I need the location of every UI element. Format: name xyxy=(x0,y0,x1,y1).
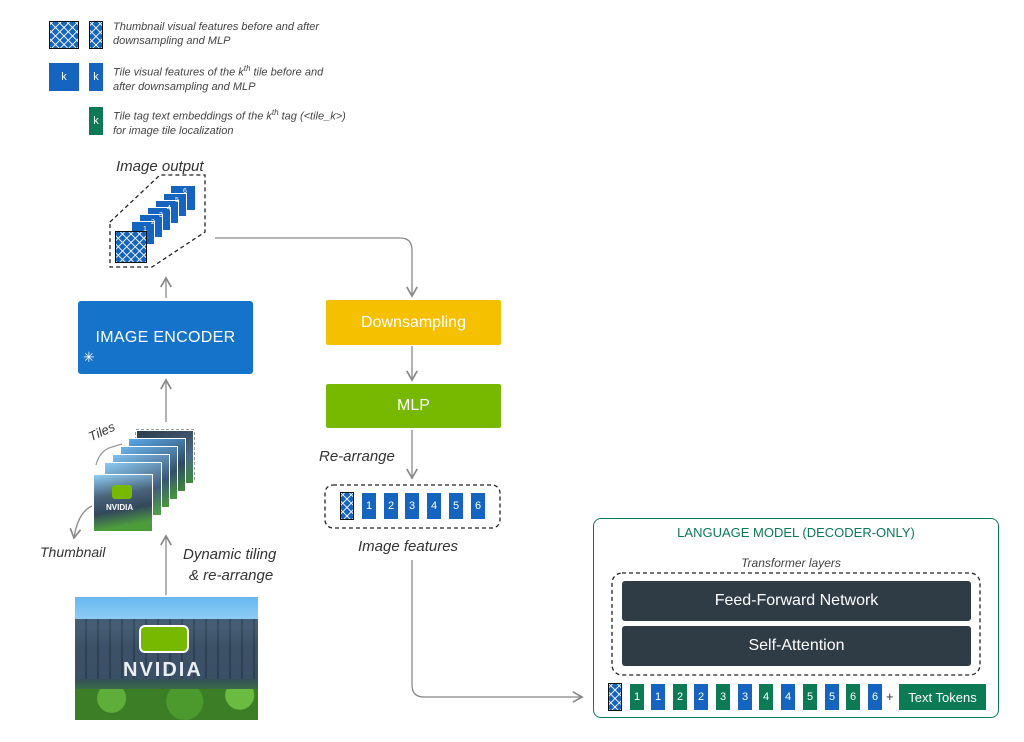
image-output-outline xyxy=(109,174,206,268)
plus-sign: + xyxy=(886,689,894,704)
image-nvidia-text: NVIDIA xyxy=(123,659,203,681)
text-tokens-block: Text Tokens xyxy=(899,684,986,710)
arrow-thumbnail xyxy=(69,505,93,540)
transformer-layers-label: Transformer layers xyxy=(741,556,841,570)
language-model-title: LANGUAGE MODEL (DECODER-ONLY) xyxy=(677,525,915,540)
tile-card-thumbnail: NVIDIA xyxy=(93,474,153,532)
legend-tag-text: Tile tag text embeddings of the kth tag … xyxy=(113,106,383,138)
feature-token-6: 6 xyxy=(471,493,485,519)
self-attention-label: Self-Attention xyxy=(748,637,845,654)
seq-token-tile-2: 2 xyxy=(694,684,708,710)
frozen-snowflake-icon: ✳ xyxy=(83,349,95,365)
legend-tile-text-a: Tile visual features of the k xyxy=(113,66,244,79)
seq-token-tag-1: 1 xyxy=(630,684,644,710)
arrow-features-to-lm xyxy=(411,560,584,703)
seq-token-tile-3: 3 xyxy=(738,684,752,710)
thumbnail-nvidia-text: NVIDIA xyxy=(106,503,134,512)
ffn-label: Feed-Forward Network xyxy=(714,592,879,609)
seq-token-tag-2: 2 xyxy=(673,684,687,710)
text-tokens-label: Text Tokens xyxy=(908,689,977,705)
feature-token-5: 5 xyxy=(449,493,463,519)
ffn-block: Feed-Forward Network xyxy=(622,581,971,621)
original-image: NVIDIA xyxy=(75,597,258,720)
thumbnail-label: Thumbnail xyxy=(40,544,106,560)
legend-thumbnail-before-icon xyxy=(49,21,79,49)
legend-tile-text-c: after downsampling and MLP xyxy=(113,80,256,93)
self-attention-block: Self-Attention xyxy=(622,626,971,666)
feature-token-4: 4 xyxy=(427,493,441,519)
legend-tag-sup: th xyxy=(271,108,279,117)
image-features-outline xyxy=(324,484,501,529)
sequence-thumbnail-token xyxy=(608,683,622,711)
dynamic-tiling-label-1: Dynamic tiling xyxy=(183,546,277,563)
tiles-brace xyxy=(95,443,123,466)
seq-token-tag-5: 5 xyxy=(803,684,817,710)
output-thumbnail-tile xyxy=(115,231,147,263)
legend-tag-text-a: Tile tag text embeddings of the k xyxy=(113,110,272,123)
mlp-label: MLP xyxy=(397,397,430,414)
image-output-label: Image output xyxy=(116,158,204,175)
image-encoder-label: IMAGE ENCODER xyxy=(95,328,236,346)
legend-tile-text: Tile visual features of the kth tile bef… xyxy=(113,62,363,94)
output-num-3: 3 xyxy=(159,212,163,219)
image-encoder-block: IMAGE ENCODER xyxy=(78,301,253,374)
seq-token-tag-6: 6 xyxy=(846,684,860,710)
seq-token-tile-4: 4 xyxy=(781,684,795,710)
output-num-5: 5 xyxy=(175,197,179,204)
seq-token-tag-4: 4 xyxy=(759,684,773,710)
seq-token-tag-3: 3 xyxy=(716,684,730,710)
feature-token-3: 3 xyxy=(405,493,419,519)
legend-tag-text-c: for image tile localization xyxy=(113,124,234,137)
downsampling-block: Downsampling xyxy=(326,300,501,345)
arrow-output-to-downsampling xyxy=(215,237,418,298)
legend-tile-text-b: tile before and xyxy=(250,66,324,79)
legend-thumbnail-after-icon xyxy=(89,21,103,49)
dynamic-tiling-label-2: & re-arrange xyxy=(189,567,274,584)
image-features-label: Image features xyxy=(358,538,459,555)
feature-token-1: 1 xyxy=(362,493,376,519)
output-num-1: 1 xyxy=(143,226,147,233)
image-nvidia-logo-icon xyxy=(139,625,189,653)
legend-tag-icon: k xyxy=(89,107,103,135)
downsampling-label: Downsampling xyxy=(361,313,466,331)
legend-tile-before-icon: k xyxy=(49,63,79,91)
trees xyxy=(75,689,258,720)
rearrange-label: Re-arrange xyxy=(319,448,395,465)
output-num-6: 6 xyxy=(183,188,187,195)
seq-token-tile-5: 5 xyxy=(825,684,839,710)
feature-token-2: 2 xyxy=(384,493,398,519)
legend-tag-text-b: tag (<tile_k>) xyxy=(278,110,346,123)
legend-tile-sup: th xyxy=(243,64,251,73)
output-num-4: 4 xyxy=(167,205,171,212)
mlp-block: MLP xyxy=(326,384,501,428)
legend-tile-after-icon: k xyxy=(89,63,103,91)
feature-thumbnail-token xyxy=(340,492,354,520)
output-num-2: 2 xyxy=(151,219,155,226)
seq-token-tile-1: 1 xyxy=(651,684,665,710)
seq-token-tile-6: 6 xyxy=(868,684,882,710)
language-model-panel xyxy=(593,518,999,718)
legend-thumbnail-text: Thumbnail visual features before and aft… xyxy=(113,21,320,47)
thumbnail-nvidia-logo-icon xyxy=(112,485,132,499)
